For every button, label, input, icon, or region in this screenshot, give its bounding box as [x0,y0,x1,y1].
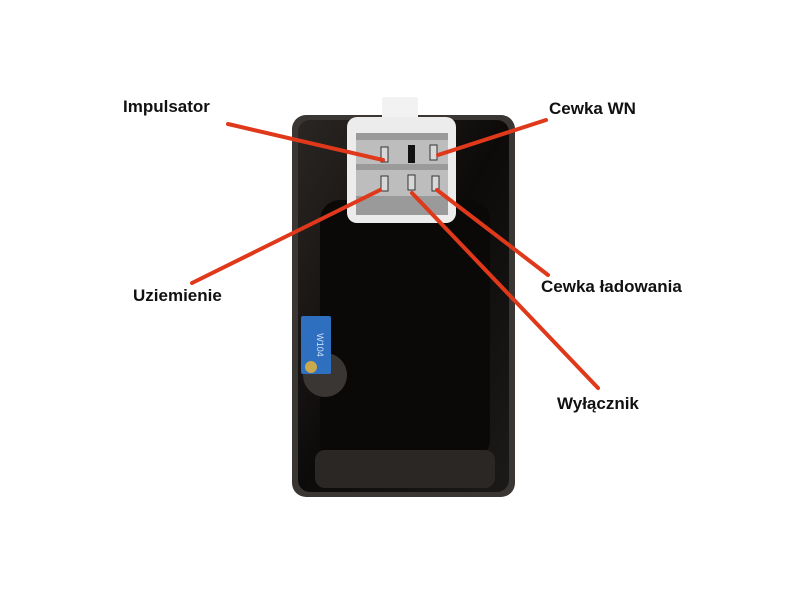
label-impulsator: Impulsator [123,97,210,116]
pointer-wylacznik [410,191,600,390]
pin [380,146,389,163]
trimmer-marking: W104 [315,333,325,357]
label-wylacznik: Wyłącznik [557,394,639,413]
label-uziemienie: Uziemienie [133,286,222,305]
pin [429,144,438,161]
label-cewka-ladowania: Cewka ładowania [541,277,682,296]
label-cewka-wn: Cewka WN [549,99,636,118]
connector [347,97,456,223]
pointer-lines [190,118,600,390]
pin [380,175,389,192]
trimmer-potentiometer: W104 [301,316,347,397]
pointer-cewka-wn [436,118,548,157]
pointer-impulsator [226,122,385,162]
pin [407,174,416,191]
pointer-uziemienie [190,188,382,285]
pointer-cewka-ladowania [435,188,550,277]
